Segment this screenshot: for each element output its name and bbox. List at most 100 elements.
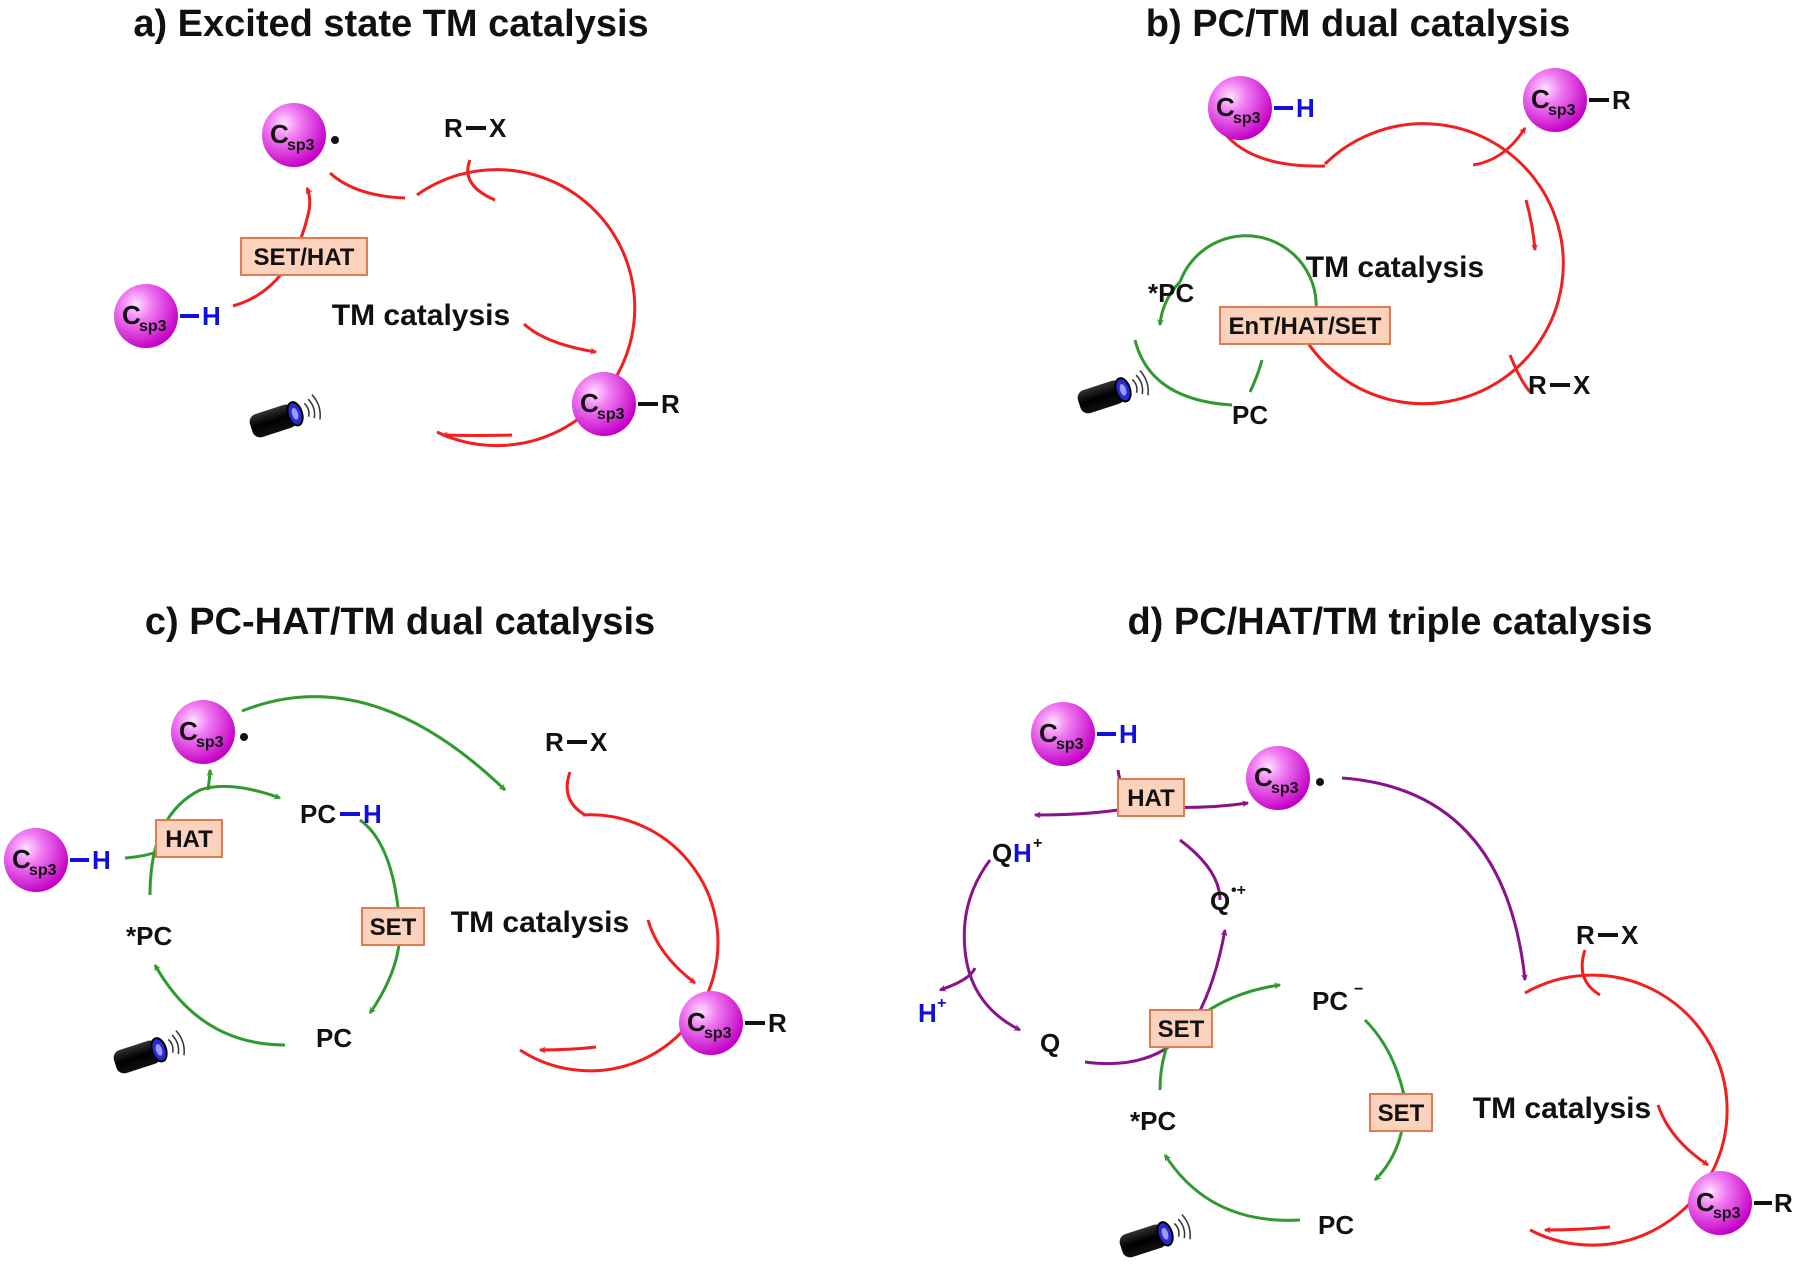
- r-x-c: R X: [545, 727, 608, 757]
- pc-label: PC: [1312, 986, 1348, 1016]
- h-label: H: [918, 998, 937, 1028]
- carbon-sphere-icon: [679, 991, 743, 1055]
- pc-star-label-b: *PC: [1148, 278, 1194, 308]
- plus-label: +: [1033, 835, 1042, 852]
- arrow-radical-in-a: [328, 171, 406, 200]
- c-label: C: [270, 119, 289, 149]
- x-label: X: [590, 727, 608, 757]
- c-label: C: [1531, 84, 1550, 114]
- csp3-radical-d: C sp3: [1246, 746, 1324, 810]
- panel-c-title: c) PC-HAT/TM dual catalysis: [145, 601, 655, 643]
- ent-hat-set-box-b: [1219, 306, 1391, 345]
- c-label: C: [580, 388, 599, 418]
- pc-h-c: PC H: [300, 799, 382, 829]
- x-label: X: [489, 113, 507, 143]
- set-box-2-d: [1369, 1093, 1433, 1132]
- r-x-b: R X: [1528, 370, 1591, 400]
- arrow-rx-in-d: [1580, 949, 1601, 997]
- pc-cycle-bottom-b: [1133, 339, 1233, 407]
- csp3-h-d: C sp3 H: [1031, 702, 1138, 766]
- csp3-h-c: C sp3 H: [4, 828, 111, 892]
- c-label: C: [1254, 762, 1273, 792]
- h-label: H: [1119, 719, 1138, 749]
- arrow-qh-to-q-d: [962, 859, 1022, 1032]
- sp3-label: sp3: [29, 862, 57, 879]
- sp3-label: sp3: [1233, 110, 1261, 127]
- r-label: R: [1612, 85, 1631, 115]
- r-label: R: [545, 727, 564, 757]
- hat-label-c: HAT: [165, 826, 213, 853]
- r-label: R: [444, 113, 463, 143]
- arrow-pc-to-star-d: [1163, 1154, 1301, 1222]
- carbon-sphere-icon: [262, 103, 326, 167]
- arrow-to-pc-b: [1156, 280, 1182, 327]
- csp3-r-a: C sp3 R: [572, 372, 680, 436]
- r-label: R: [1576, 920, 1595, 950]
- arrow-rx-in-b: [1508, 354, 1532, 393]
- sp3-label: sp3: [287, 137, 315, 154]
- arrow-radical-to-tm-c: [241, 695, 507, 792]
- tm-catalysis-label-a: TM catalysis: [332, 299, 510, 332]
- tm-catalysis-label-b: TM catalysis: [1306, 251, 1484, 284]
- sp3-label: sp3: [1713, 1205, 1741, 1222]
- arrow-bottom-c: [538, 1045, 597, 1054]
- carbon-sphere-icon: [171, 700, 235, 764]
- tm-cycle-d: [1524, 973, 1729, 1247]
- c-label: C: [179, 716, 198, 746]
- carbon-sphere-icon: [572, 372, 636, 436]
- pc-label-c: PC: [316, 1023, 352, 1053]
- carbon-sphere-icon: [1523, 68, 1587, 132]
- tm-catalysis-label-d: TM catalysis: [1473, 1092, 1651, 1125]
- csp3-r-c: C sp3 R: [679, 991, 787, 1055]
- r-x-d: R X: [1576, 920, 1639, 950]
- set-label-2-d: SET: [1378, 1100, 1425, 1127]
- arrow-star-to-pch-c: [148, 784, 282, 896]
- q-label: Q: [1210, 886, 1230, 916]
- arrow-bottom-d: [1543, 1225, 1611, 1234]
- set-label-c: SET: [370, 914, 417, 941]
- arrow-to-product-d: [1656, 1104, 1709, 1167]
- arrow-to-product-c: [646, 919, 696, 985]
- sp3-label: sp3: [1548, 102, 1576, 119]
- arrow-to-product-a: [522, 322, 598, 355]
- csp3-h-b: C sp3 H: [1208, 76, 1315, 140]
- panel-b: b) PC/TM dual catalysis EnT/HAT/SET TM c…: [1074, 3, 1631, 430]
- arrow-to-radical-a: [232, 186, 313, 308]
- tm-cycle-b: [1298, 122, 1565, 406]
- panel-d-title: d) PC/HAT/TM triple catalysis: [1127, 601, 1652, 643]
- r-label: R: [768, 1008, 787, 1038]
- panel-a-title: a) Excited state TM catalysis: [133, 3, 648, 45]
- arrow-bottom-a: [440, 431, 513, 439]
- panel-c: c) PC-HAT/TM dual catalysis HAT SET TM c…: [4, 601, 787, 1078]
- q-label: Q: [992, 838, 1012, 868]
- csp3-r-b: C sp3 R: [1523, 68, 1631, 132]
- pc-cycle-join-b: [1248, 359, 1264, 393]
- x-label: X: [1573, 370, 1591, 400]
- qh-plus-d: Q H +: [992, 835, 1042, 868]
- q-label-d: Q: [1040, 1028, 1060, 1058]
- arrow-cycle-mid-b: [1524, 199, 1539, 252]
- r-x-a: R X: [444, 113, 507, 143]
- panel-d: d) PC/HAT/TM triple catalysis HAT SET SE…: [918, 601, 1793, 1262]
- q-radcat-d: Q •+: [1210, 882, 1246, 916]
- c-label: C: [687, 1007, 706, 1037]
- arrow-rx-in-c: [565, 771, 586, 817]
- ent-hat-set-label-b: EnT/HAT/SET: [1229, 313, 1382, 340]
- carbon-sphere-icon: [1031, 702, 1095, 766]
- radical-dot: [331, 136, 339, 144]
- arrow-to-hplus-d: [938, 967, 977, 992]
- plus-label: +: [937, 995, 946, 1012]
- r-label: R: [1774, 1188, 1793, 1218]
- arrow-hat-to-radical-c: [206, 768, 214, 791]
- radical-dot: [240, 733, 248, 741]
- pc-cycle-top-b: [1178, 234, 1318, 331]
- set-box-1-d: [1149, 1009, 1213, 1048]
- arrow-radical-to-tm-d: [1341, 776, 1528, 982]
- sp3-label: sp3: [196, 734, 224, 751]
- tm-cycle-c: [519, 813, 720, 1073]
- set-box-c: [361, 907, 425, 946]
- csp3-radical-a: C sp3: [262, 103, 339, 167]
- flashlight-icon: [110, 1028, 188, 1078]
- sp3-label: sp3: [597, 406, 625, 423]
